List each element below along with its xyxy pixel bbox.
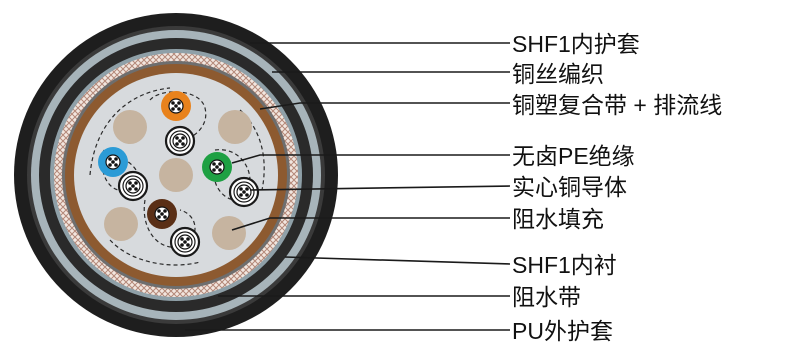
conductor-strand xyxy=(108,157,112,161)
leader-lines xyxy=(185,42,511,331)
white-insulated-core-1 xyxy=(164,125,196,157)
orange-insulated-core xyxy=(161,91,191,121)
conductor-strand xyxy=(175,136,179,140)
label-solid-copper-conductor: 实心铜导体 xyxy=(512,174,627,200)
leader-water-filler xyxy=(231,217,510,231)
conductor-strand xyxy=(128,181,132,185)
filler-5 xyxy=(212,216,246,250)
conductor-strand xyxy=(175,142,179,146)
conductor-strand xyxy=(114,157,118,161)
conductor-strand xyxy=(218,162,222,166)
filler-2 xyxy=(218,110,252,144)
conductor-strand xyxy=(180,237,184,241)
leader-shf1-inner-lining xyxy=(284,256,511,265)
conductor-strand xyxy=(212,168,216,172)
conductor-strand xyxy=(186,243,190,247)
conductor-strand xyxy=(218,168,222,172)
conductor-strand xyxy=(186,237,190,241)
conductor-strand xyxy=(177,107,181,111)
leader-pe-insulation xyxy=(231,154,510,164)
conductor-strand xyxy=(134,181,138,185)
core-assembly xyxy=(89,87,265,266)
white-insulated-core-3 xyxy=(228,176,260,208)
insulated-cores xyxy=(98,91,260,258)
conductor-strand xyxy=(163,215,167,219)
label-shf1-inner-lining: SHF1内衬 xyxy=(512,252,617,278)
conductor-strand xyxy=(134,187,138,191)
filler-4 xyxy=(104,207,138,241)
conductor-strand xyxy=(212,162,216,166)
label-copper-plastic-tape-drain: 铜塑复合带 + 排流线 xyxy=(512,92,722,118)
conductor-strand xyxy=(178,139,182,143)
conductor-strand xyxy=(181,142,185,146)
label-copper-braid: 铜丝编织 xyxy=(512,61,604,87)
conductor-strand xyxy=(174,104,178,108)
conductor-strand xyxy=(245,187,249,191)
white-insulated-core-2 xyxy=(117,170,149,202)
conductor-strand xyxy=(157,215,161,219)
conductor-strand xyxy=(242,190,246,194)
conductor-strand xyxy=(183,240,187,244)
water-blocking-fillers xyxy=(104,110,252,250)
conductor-strand xyxy=(111,160,115,164)
conductor-strand xyxy=(114,163,118,167)
layer-labels: SHF1内护套 铜丝编织 铜塑复合带 + 排流线 无卤PE绝缘 实心铜导体 阻水… xyxy=(512,31,722,344)
white-insulated-core-4 xyxy=(169,226,201,258)
conductor-strand xyxy=(108,163,112,167)
leader-solid-conductor xyxy=(249,185,511,191)
label-halogen-free-pe-insulation: 无卤PE绝缘 xyxy=(512,143,635,169)
conductor-strand xyxy=(239,187,243,191)
green-insulated-core xyxy=(202,152,232,182)
blue-insulated-core xyxy=(98,147,128,177)
conductor-strand xyxy=(163,209,167,213)
conductor-strand xyxy=(171,107,175,111)
leader-copper-plastic-tape xyxy=(259,102,510,110)
conductor-strand xyxy=(128,187,132,191)
conductor-strand xyxy=(180,243,184,247)
conductor-strand xyxy=(160,212,164,216)
conductor-strand xyxy=(131,184,135,188)
conductor-strand xyxy=(157,209,161,213)
label-water-blocking-filler: 阻水填充 xyxy=(512,206,604,232)
conductor-strand xyxy=(239,193,243,197)
conductor-strand xyxy=(181,136,185,140)
conductor-strand xyxy=(177,101,181,105)
filler-1 xyxy=(113,110,147,144)
conductor-strand xyxy=(245,193,249,197)
label-shf1-inner-sheath: SHF1内护套 xyxy=(512,31,640,57)
conductor-strand xyxy=(171,101,175,105)
brown-insulated-core xyxy=(147,199,177,229)
label-pu-outer-sheath: PU外护套 xyxy=(512,318,613,344)
filler-3 xyxy=(159,158,193,192)
conductor-strand xyxy=(215,165,219,169)
label-water-blocking-tape: 阻水带 xyxy=(512,284,581,310)
